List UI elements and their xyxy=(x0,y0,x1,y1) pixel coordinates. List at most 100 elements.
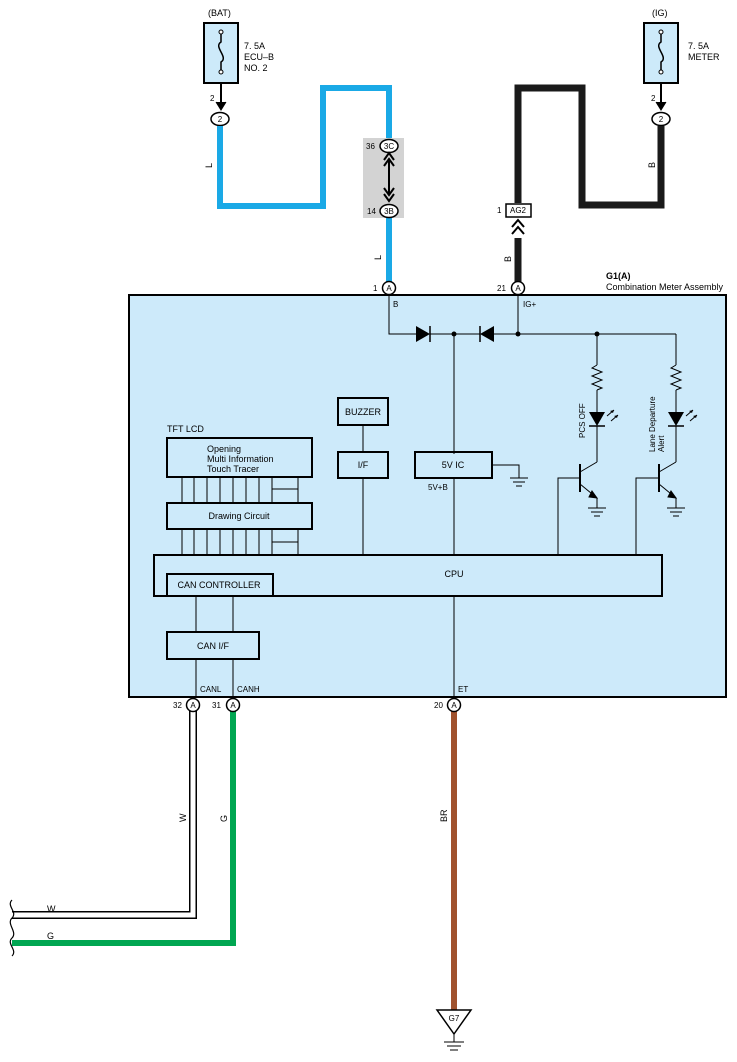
pin-ig-signal: IG+ xyxy=(523,300,536,309)
fuse-ig-rating: 7. 5A xyxy=(688,41,709,51)
ic5v-block xyxy=(414,451,493,479)
pin-b: A 1 B xyxy=(373,280,398,309)
pin-canl: A 32 xyxy=(173,697,201,713)
wire-b-label-lower: B xyxy=(503,256,513,262)
drawing-circuit-block xyxy=(166,502,313,530)
pin-canh-signal: CANH xyxy=(237,685,260,694)
junction-conn-bottom: 3B xyxy=(384,207,394,216)
ground-g7-label: G7 xyxy=(449,1014,460,1023)
tft-line-2: Multi Information xyxy=(207,454,274,464)
wire-w xyxy=(12,711,197,919)
ag2-pin: 1 xyxy=(497,206,502,215)
led-lda-label-1: Lane Departure xyxy=(648,396,657,452)
tft-block xyxy=(166,437,313,478)
transistor-lda xyxy=(658,461,678,499)
fuse-bat-icon xyxy=(218,32,224,72)
fuse-bat-connector: 2 xyxy=(218,115,223,124)
svg-text:A: A xyxy=(451,701,457,710)
wire-g-label: G xyxy=(219,815,229,822)
wire-b-label-right: B xyxy=(647,162,657,168)
transistor-pcs xyxy=(579,461,599,499)
pin-b-num: 1 xyxy=(373,284,378,293)
wire-l-label-upper: L xyxy=(204,163,214,168)
pin-canh-num: 31 xyxy=(212,701,221,710)
combination-meter-panel xyxy=(128,294,727,698)
svg-text:A: A xyxy=(386,284,392,293)
fuse-bat-source: (BAT) xyxy=(208,8,231,18)
diode-ig xyxy=(479,326,494,342)
wire-l-label-lower: L xyxy=(373,255,383,260)
resistor-pcs xyxy=(590,364,604,391)
if-label: I/F xyxy=(358,460,369,470)
wire-w-label: W xyxy=(178,813,188,822)
led-lda-label-2: Alert xyxy=(657,435,666,452)
junction-pin-bottom: 14 xyxy=(367,207,376,216)
fuse-bat: (BAT) 7. 5A ECU–B NO. 2 2 2 xyxy=(203,8,274,127)
led-lane-departure xyxy=(668,409,698,427)
ic5v-label: 5V IC xyxy=(442,460,465,470)
ground-icon xyxy=(510,477,528,487)
ground-g7: G7 xyxy=(435,1009,473,1051)
fuse-ig-name: METER xyxy=(688,52,720,62)
module-id: G1(A) xyxy=(606,271,631,281)
svg-text:A: A xyxy=(230,701,236,710)
internal-wiring xyxy=(195,295,677,697)
wire-g xyxy=(12,711,236,946)
cpu-block xyxy=(153,554,663,597)
fuse-bat-pin: 2 xyxy=(210,94,215,103)
cpu-label: CPU xyxy=(444,569,463,579)
wire-l xyxy=(217,85,392,209)
led-pcs-label: PCS OFF xyxy=(578,403,587,438)
fuse-bat-rating: 7. 5A xyxy=(244,41,265,51)
bus-lines-lower xyxy=(181,529,299,555)
fuse-ig: (IG) 7. 5A METER 2 2 xyxy=(643,8,720,127)
break-mark-icon xyxy=(9,899,15,957)
pin-et-signal: ET xyxy=(458,685,468,694)
pin-ig-num: 21 xyxy=(497,284,506,293)
ag2-connector: AG2 1 xyxy=(497,203,532,235)
module-name: Combination Meter Assembly xyxy=(606,282,724,292)
can-if-label: CAN I/F xyxy=(197,641,230,651)
drawing-circuit-label: Drawing Circuit xyxy=(208,511,270,521)
fuse-ig-connector: 2 xyxy=(659,115,664,124)
pin-canl-num: 32 xyxy=(173,701,182,710)
pin-ig: A 21 IG+ xyxy=(497,280,536,309)
led-pcs-off xyxy=(589,409,619,427)
junction-conn-top: 3C xyxy=(384,142,394,151)
pin-canh: A 31 xyxy=(212,697,241,713)
svg-text:A: A xyxy=(190,701,196,710)
wire-b xyxy=(514,84,665,209)
fuse-bat-name-2: NO. 2 xyxy=(244,63,268,73)
bus-lines-upper xyxy=(181,477,299,503)
buzzer-label: BUZZER xyxy=(345,407,382,417)
junction-pin-top: 36 xyxy=(366,142,375,151)
ground-icon xyxy=(588,507,606,517)
pin-et-num: 20 xyxy=(434,701,443,710)
pin-et: A 20 xyxy=(434,697,462,713)
pin-b-signal: B xyxy=(393,300,398,309)
pin-canl-signal: CANL xyxy=(200,685,222,694)
can-controller-block xyxy=(166,573,274,597)
wire-g-label-left: G xyxy=(47,931,54,941)
vb-label: 5V+B xyxy=(428,483,448,492)
fuse-ig-source: (IG) xyxy=(652,8,668,18)
tft-title: TFT LCD xyxy=(167,424,204,434)
buzzer-block xyxy=(337,397,389,426)
svg-text:A: A xyxy=(515,284,521,293)
if-block xyxy=(337,451,389,479)
ag2-label: AG2 xyxy=(510,206,527,215)
tft-line-1: Opening xyxy=(207,444,241,454)
fuse-ig-icon xyxy=(658,32,664,72)
diode-b xyxy=(416,326,431,342)
fuse-bat-name-1: ECU–B xyxy=(244,52,274,62)
can-controller-label: CAN CONTROLLER xyxy=(177,580,261,590)
wire-br-label: BR xyxy=(439,809,449,822)
wire-w-label-left: W xyxy=(47,904,56,914)
junction-connector: 3C 36 3B 14 xyxy=(363,138,404,219)
ground-icon xyxy=(667,507,685,517)
resistor-lda xyxy=(669,364,683,391)
fuse-ig-pin: 2 xyxy=(651,94,656,103)
tft-line-3: Touch Tracer xyxy=(207,464,259,474)
can-if-block xyxy=(166,631,260,660)
